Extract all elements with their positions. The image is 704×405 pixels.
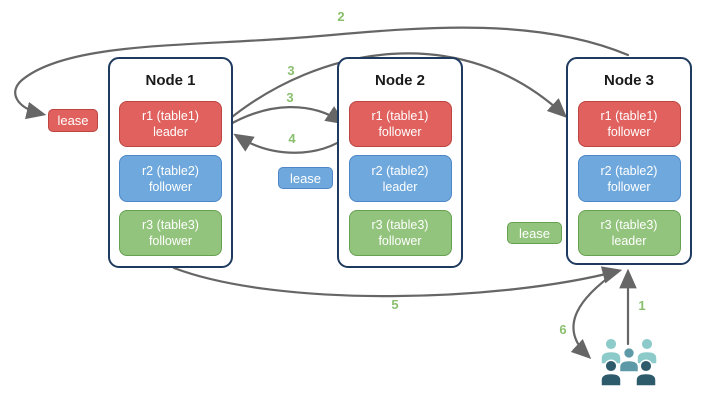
step-label-3b: 3 [286,90,294,105]
arrow-step-2-gateway-to-leaseholder [14,26,630,120]
replica-range: r3 (table3) [371,218,429,232]
step-label-5: 5 [391,297,399,312]
arrow-step-5-leader-to-gateway [172,266,623,298]
replica-role: follower [607,125,651,139]
replica-range: r1 (table1) [142,109,199,123]
step-label-3a: 3 [287,63,295,78]
node-1-replica-r1: r1 (table1) leader [119,101,222,147]
arrow-step-3-leader-to-node3 [225,52,568,123]
node-3-replica-r2: r2 (table2) follower [577,155,681,202]
replica-range: r1 (table1) [371,109,429,123]
replica-role: follower [378,234,422,248]
node-1: Node 1 r1 (table1) leader r2 (table2) fo… [108,57,233,268]
node-2-title: Node 2 [374,72,425,89]
replica-role: follower [148,234,193,248]
node-1-replica-r3: r3 (table3) follower [119,210,222,256]
node-2-replica-r1: r1 (table1) follower [348,101,452,147]
step-label-4: 4 [288,131,296,146]
node-2-replica-r3: r3 (table3) follower [348,210,452,256]
node-2: Node 2 r1 (table1) follower r2 (table2) … [337,57,463,268]
arrow-step-6-response-to-client [570,270,618,360]
node-3-replica-r1: r1 (table1) follower [577,101,681,147]
replica-role: follower [607,179,651,194]
node-3: Node 3 r1 (table1) follower r2 (table2) … [566,57,692,265]
replica-role: leader [611,234,647,248]
users-icon [600,337,658,387]
lease-badge-table3: lease [507,222,562,244]
replica-range: r3 (table3) [600,218,658,232]
lease-badge-table1: lease [48,109,98,132]
node-1-replica-r2: r2 (table2) follower [119,155,222,202]
replica-range: r1 (table1) [600,109,658,123]
lease-badge-table2: lease [278,167,333,189]
step-label-2: 2 [337,9,345,24]
step-label-6: 6 [559,322,567,337]
step-label-1: 1 [638,298,646,313]
replica-range: r2 (table2) [600,163,658,178]
node-2-replica-r2: r2 (table2) leader [348,155,452,202]
node-1-title: Node 1 [145,72,196,89]
node-3-title: Node 3 [603,72,654,89]
replica-role: follower [378,125,422,139]
replica-range: r2 (table2) [371,163,429,178]
node-3-replica-r3: r3 (table3) leader [577,210,681,256]
replica-role: leader [153,125,188,139]
replica-role: leader [382,179,418,194]
replica-range: r3 (table3) [142,218,199,232]
replica-role: follower [148,179,193,194]
replica-range: r2 (table2) [142,163,199,178]
arrow-step-3-leader-to-node2 [225,106,346,128]
